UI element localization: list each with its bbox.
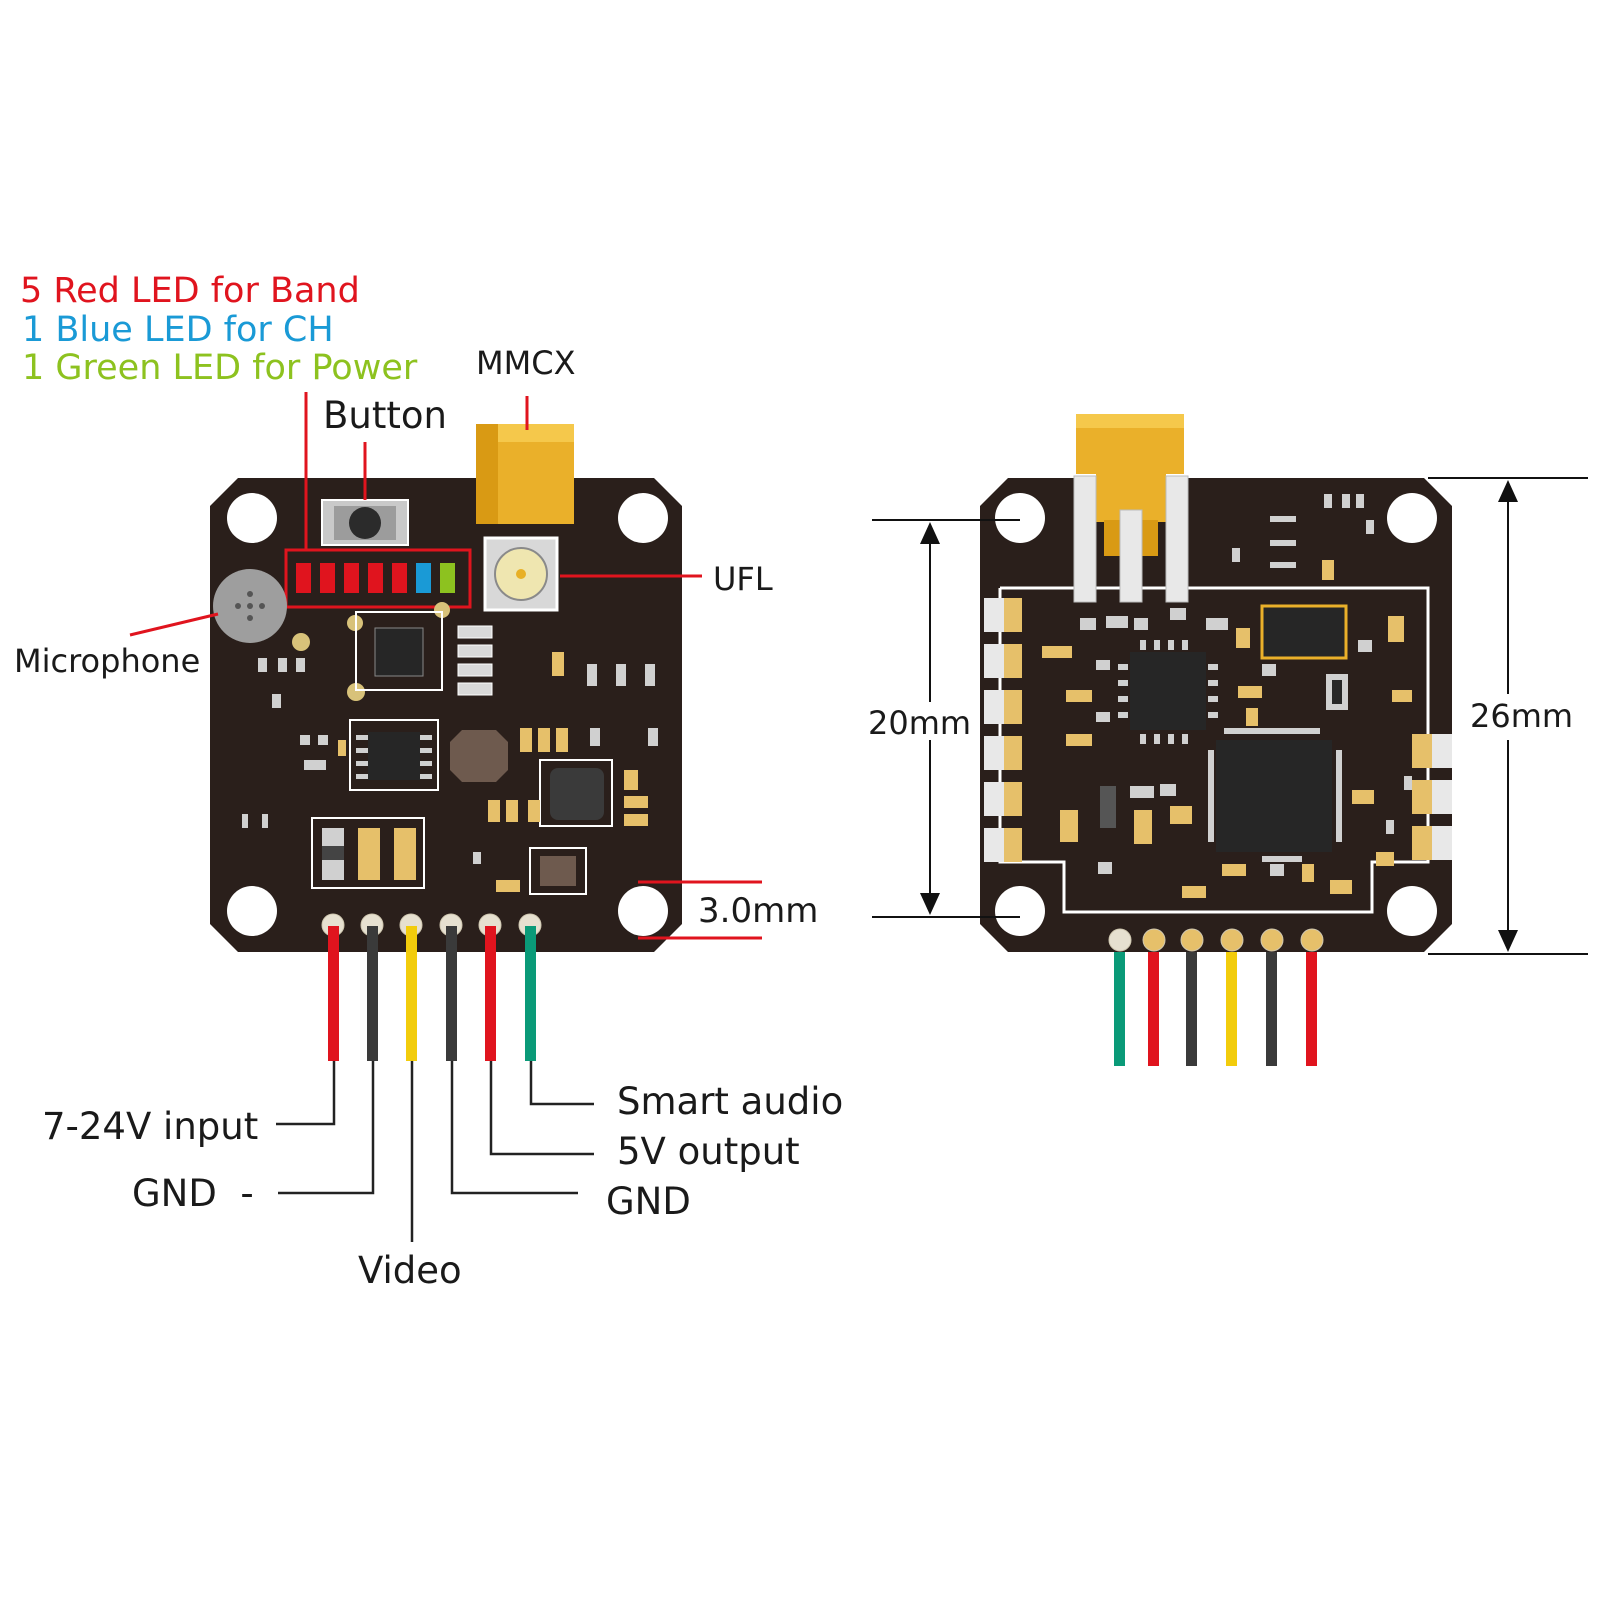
red-led (320, 563, 335, 593)
solder-pad (1260, 928, 1284, 952)
wire-red (1306, 952, 1317, 1066)
wire-red (485, 926, 496, 1061)
label-smart-audio: Smart audio (617, 1080, 843, 1123)
led-strip (296, 563, 455, 593)
wire-teal (525, 926, 536, 1061)
wire-yellow (1226, 952, 1237, 1066)
wire-yellow (406, 926, 417, 1061)
front-wires (328, 926, 536, 1061)
label-gnd: GND (606, 1180, 691, 1223)
dimension-26mm (1428, 477, 1588, 955)
back-board (980, 414, 1452, 952)
label-width-20mm: 20mm (868, 704, 971, 742)
red-led (296, 563, 311, 593)
red-led (344, 563, 359, 593)
label-video: Video (358, 1249, 462, 1292)
wire-black (367, 926, 378, 1061)
front-board (210, 424, 682, 952)
push-button (321, 499, 409, 546)
red-led (392, 563, 407, 593)
wire-black (1186, 952, 1197, 1066)
wire-black (1266, 952, 1277, 1066)
callout-lines (129, 392, 762, 940)
label-5v-output: 5V output (617, 1130, 800, 1173)
mount-hole (227, 493, 277, 543)
solder-pad (1300, 928, 1324, 952)
pin-leaders (276, 1061, 594, 1242)
label-power-input: 7-24V input (42, 1105, 258, 1148)
green-led (440, 563, 455, 593)
mount-hole (227, 886, 277, 936)
mmcx-connector-back (1073, 414, 1189, 603)
legend-blue-led: 1 Blue LED for CH (22, 310, 334, 350)
wire-black (446, 926, 457, 1061)
label-ufl: UFL (713, 560, 773, 598)
mount-hole (995, 493, 1045, 543)
wire-red (1148, 952, 1159, 1066)
label-hole-size: 3.0mm (698, 891, 818, 931)
legend-green-led: 1 Green LED for Power (22, 348, 418, 388)
blue-led (416, 563, 431, 593)
label-button: Button (323, 394, 447, 437)
label-gnd-minus: GND - (132, 1172, 254, 1215)
wire-red (328, 926, 339, 1061)
mount-hole (995, 886, 1045, 936)
solder-pad (1220, 928, 1244, 952)
red-led (368, 563, 383, 593)
mmcx-connector (476, 424, 574, 524)
wire-teal (1114, 952, 1125, 1066)
back-wires (1114, 952, 1317, 1066)
label-microphone: Microphone (14, 642, 200, 680)
microphone (213, 569, 287, 643)
solder-pad (1108, 928, 1132, 952)
mount-hole (618, 493, 668, 543)
mount-hole (618, 886, 668, 936)
led-strip-frame (284, 548, 472, 609)
solder-pad (1142, 928, 1166, 952)
label-mmcx: MMCX (476, 344, 575, 382)
ufl-connector (483, 536, 559, 612)
mount-hole (1387, 886, 1437, 936)
dimension-20mm (872, 519, 1020, 918)
solder-pad (1180, 928, 1204, 952)
mount-hole (1387, 493, 1437, 543)
label-width-26mm: 26mm (1470, 697, 1573, 735)
legend-red-led: 5 Red LED for Band (20, 271, 360, 311)
